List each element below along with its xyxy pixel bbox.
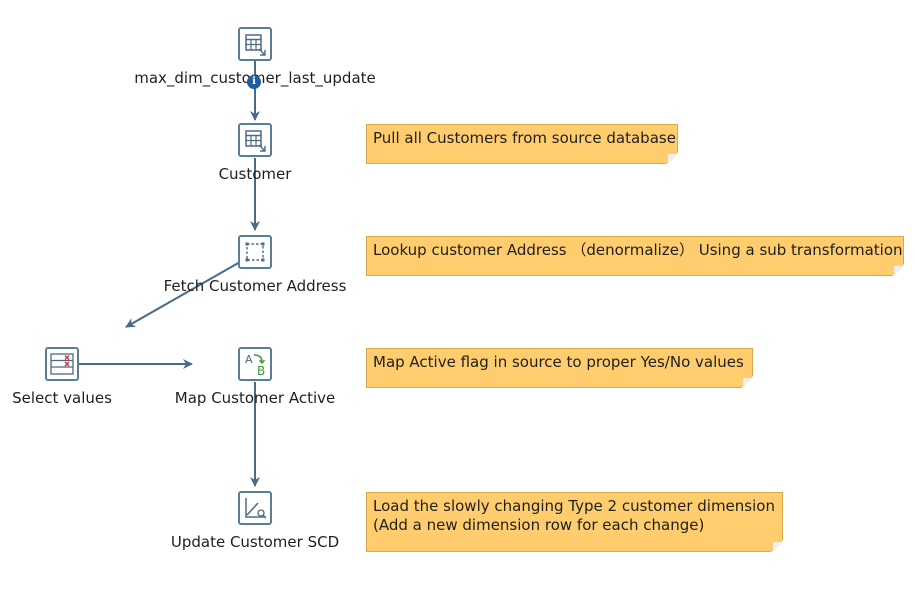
note-pull-customers[interactable]: Pull all Customers from source database bbox=[366, 124, 678, 164]
step-label-update-customer-scd[interactable]: Update Customer SCD bbox=[170, 533, 340, 551]
step-map-customer-active[interactable]: A B bbox=[238, 347, 272, 381]
step-label-select-values[interactable]: Select values bbox=[12, 389, 112, 407]
note-load-scd[interactable]: Load the slowly changing Type 2 customer… bbox=[366, 492, 783, 552]
step-update-customer-scd[interactable] bbox=[238, 491, 272, 525]
step-label-map-customer-active[interactable]: Map Customer Active bbox=[174, 389, 336, 407]
step-label-fetch-customer-address[interactable]: Fetch Customer Address bbox=[163, 277, 347, 295]
select-values-icon bbox=[50, 353, 74, 375]
info-icon[interactable]: i bbox=[247, 75, 261, 89]
step-label-customer[interactable]: Customer bbox=[218, 165, 292, 183]
note-line: (Add a new dimension row for each change… bbox=[373, 516, 705, 534]
note-line: Load the slowly changing Type 2 customer… bbox=[373, 497, 775, 515]
step-fetch-customer-address[interactable] bbox=[238, 235, 272, 269]
note-line: Pull all Customers from source database bbox=[373, 129, 676, 147]
value-mapper-icon: A B bbox=[245, 353, 265, 378]
note-line: Lookup customer Address （denormalize） Us… bbox=[373, 241, 903, 259]
svg-text:A: A bbox=[245, 353, 253, 366]
step-select-values[interactable] bbox=[45, 347, 79, 381]
mapping-icon bbox=[245, 242, 265, 262]
hop-fetch-to-select[interactable] bbox=[125, 261, 241, 328]
note-lookup-address[interactable]: Lookup customer Address （denormalize） Us… bbox=[366, 236, 904, 276]
dimension-lookup-icon bbox=[245, 498, 267, 519]
svg-text:B: B bbox=[257, 364, 265, 378]
step-customer[interactable] bbox=[238, 123, 272, 157]
note-map-active-flag[interactable]: Map Active flag in source to proper Yes/… bbox=[366, 348, 753, 388]
table-input-icon bbox=[245, 34, 266, 56]
step-max-dim-customer[interactable] bbox=[238, 27, 272, 61]
table-input-icon bbox=[245, 130, 266, 152]
note-line: Map Active flag in source to proper Yes/… bbox=[373, 353, 744, 371]
